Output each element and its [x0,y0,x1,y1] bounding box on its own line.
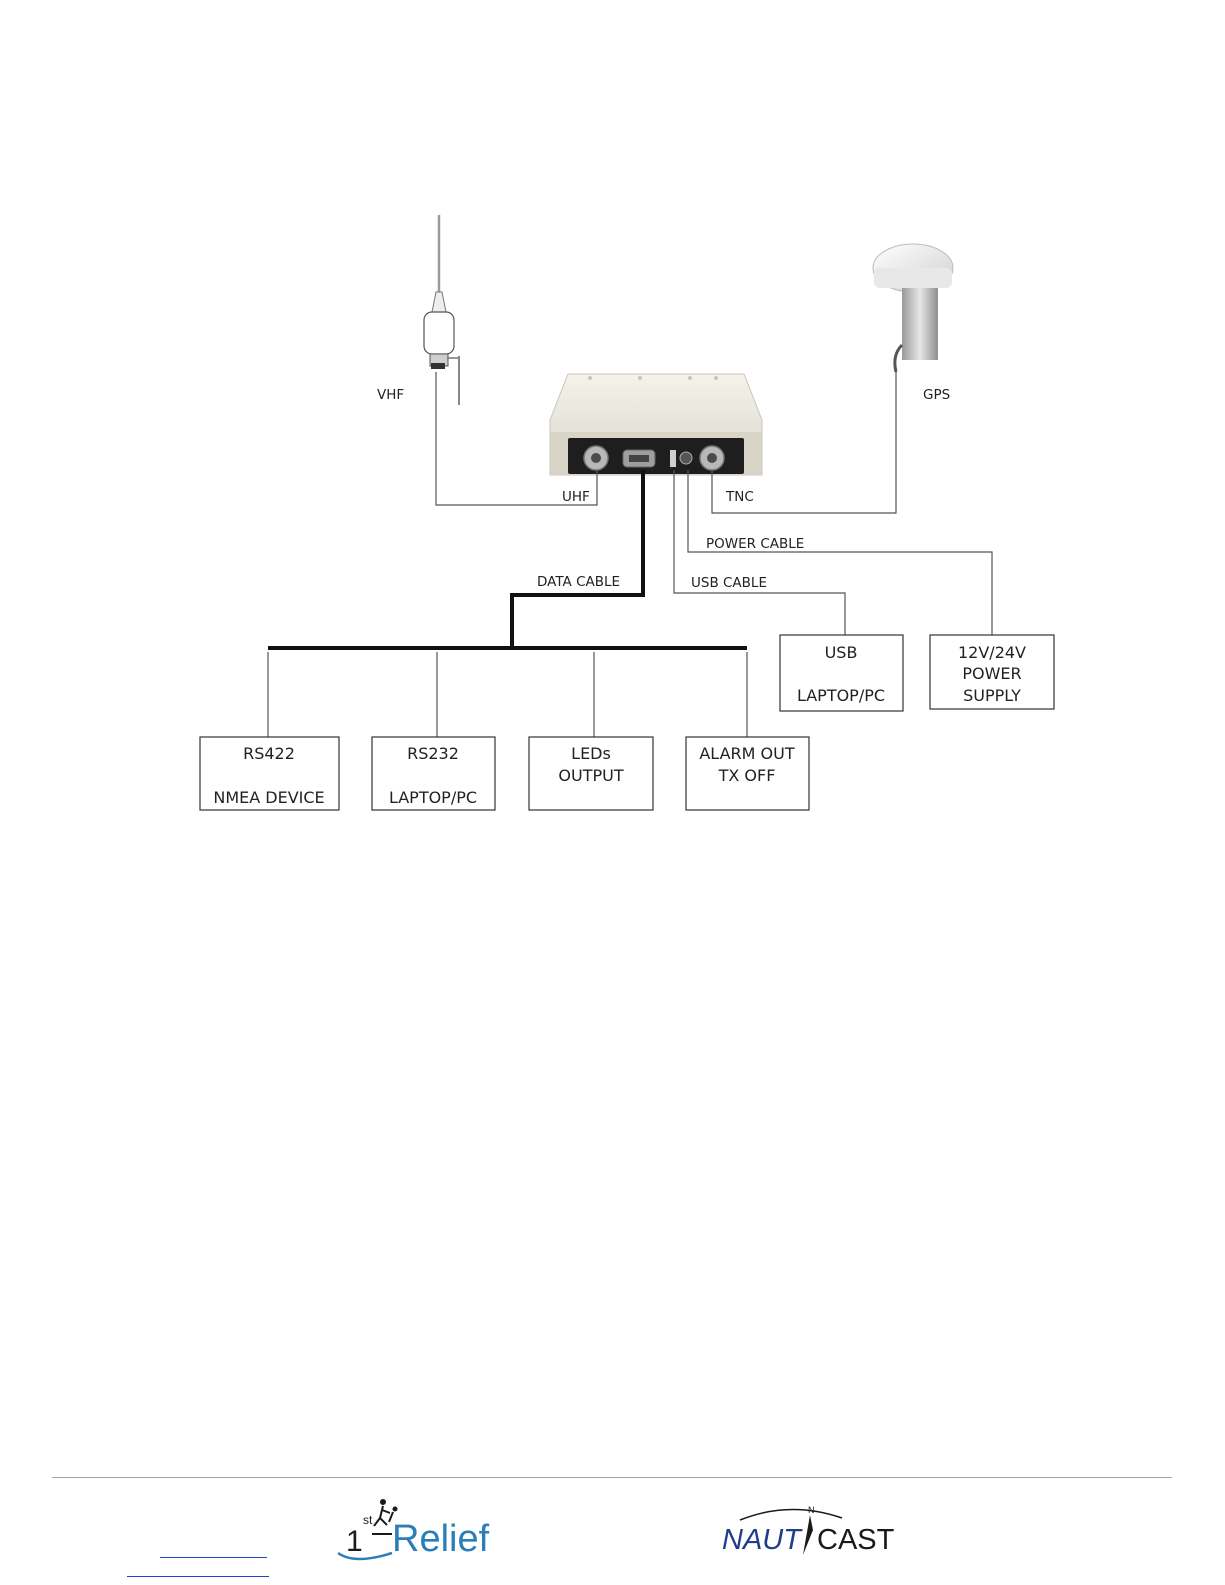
label-uhf: UHF [562,489,590,505]
box-leds-line2: OUTPUT [558,766,623,785]
footer-link-underline-2 [127,1576,269,1577]
box-power-line2: POWER [962,664,1021,683]
ais-transponder-icon [550,374,762,475]
box-power-supply: 12V/24V POWER SUPPLY [930,635,1054,709]
label-data-cable: DATA CABLE [537,574,620,590]
gps-antenna-icon [873,244,953,372]
nauticast-logo: NAUT N CAST [722,1505,895,1556]
footer-divider [52,1477,1172,1478]
logo1-word: Relief [392,1518,490,1560]
footer-link-underline-1 [160,1557,267,1558]
box-power-line1: 12V/24V [958,643,1026,662]
usb-cable-line [674,470,845,637]
box-usb: USB LAPTOP/PC [780,635,903,711]
logo2-arc [740,1509,842,1520]
label-gps: GPS [923,387,950,403]
compass-needle-icon [803,1515,813,1555]
box-leds-line1: LEDs [571,744,611,763]
label-vhf: VHF [377,387,404,403]
box-rs422-line1: RS422 [243,744,295,763]
logo1-superscript: st [363,1513,373,1527]
label-usb-cable: USB CABLE [691,575,767,591]
box-rs422: RS422 NMEA DEVICE [200,737,339,810]
box-rs422-line3: NMEA DEVICE [213,788,324,807]
box-alarm-line2: TX OFF [718,766,776,785]
box-rs232-line3: LAPTOP/PC [389,788,477,807]
logo1-number: 1 [346,1525,363,1558]
logo2-compass-n: N [808,1505,815,1515]
box-usb-line3: LAPTOP/PC [797,686,885,705]
logo2-left: NAUT [722,1524,803,1556]
box-rs232: RS232 LAPTOP/PC [372,737,495,810]
box-power-line3: SUPPLY [963,686,1021,705]
vhf-antenna-icon [424,215,459,405]
box-alarm-line1: ALARM OUT [699,744,794,763]
box-alarm-out: ALARM OUT TX OFF [686,737,809,810]
label-power-cable: POWER CABLE [706,536,804,552]
label-tnc: TNC [725,489,754,505]
box-usb-line1: USB [825,643,858,662]
logo2-right: CAST [817,1524,895,1556]
box-leds-output: LEDs OUTPUT [529,737,653,810]
box-rs232-line1: RS232 [407,744,459,763]
data-cable-line [268,470,747,648]
first-relief-logo: 1 st Relief [338,1499,490,1560]
